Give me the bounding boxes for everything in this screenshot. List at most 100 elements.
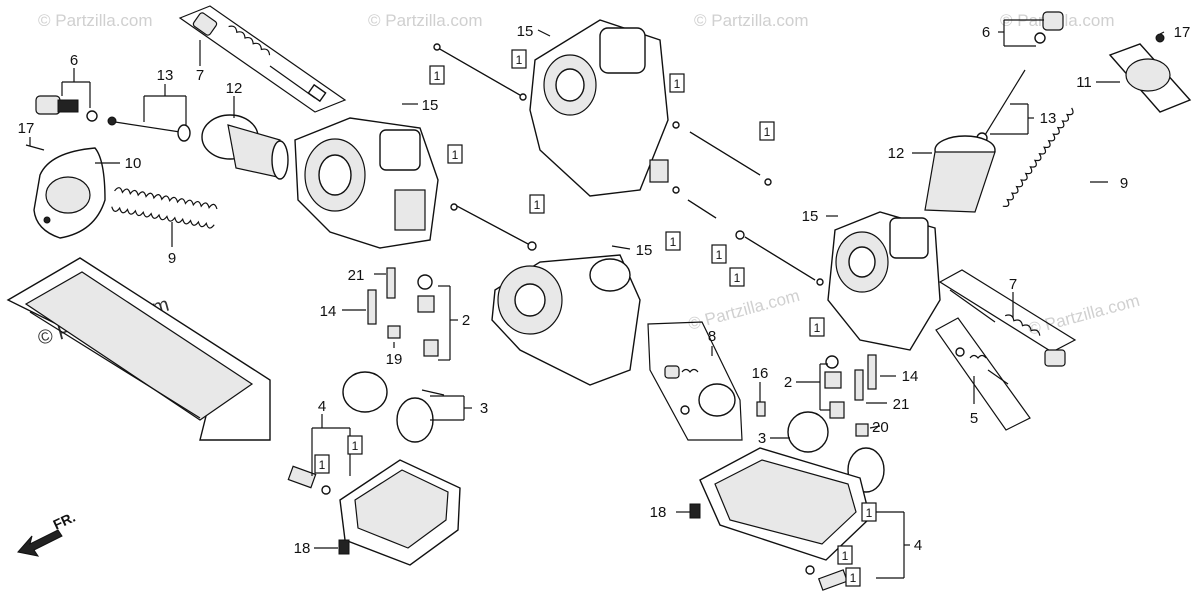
part-12-piston-end [271,140,289,180]
part-4-right-screw [817,569,849,591]
right-mid-parts [935,269,1077,431]
callout-19: 19 [386,351,403,368]
part-20 [855,423,869,437]
callout-6-right: 6 [982,24,990,41]
callout-5: 5 [970,410,978,427]
part-2-right-a [825,355,839,369]
callout-9-left: 9 [168,250,176,267]
callout-2-right: 2 [784,374,792,391]
left-top-parts [25,5,347,239]
callout-15-a: 15 [422,97,439,114]
ref-box: 1 [729,267,745,287]
gasket-left [6,257,271,441]
ref-box: 1 [711,244,727,264]
carb-body-2 [529,19,669,197]
watermark-6: © Partzilla.com [1026,291,1142,339]
part-7-right-cap [1044,349,1066,367]
watermark-2: © Partzilla.com [368,11,483,30]
part-9-spring-right [1002,107,1074,207]
ref-box: 1 [347,435,363,455]
callout-9-right: 9 [1120,175,1128,192]
callout-18-left: 18 [294,540,311,557]
part-10-hole [43,216,51,224]
carb-body-3 [491,254,641,386]
part-13-ring [177,124,191,142]
part-7-spring [228,25,271,56]
svg-text:1: 1 [516,53,523,67]
jets-left [342,267,445,443]
callout-8: 8 [708,328,716,345]
part-7-right-outline [938,269,1077,353]
carb-body-4 [827,211,941,351]
leader-lines [29,19,1165,579]
part-4-right-ring [805,565,815,575]
callout-4-right: 4 [914,537,922,554]
watermark-3: © Partzilla.com [694,11,809,30]
part-3-float-b [396,397,434,443]
svg-text:1: 1 [866,506,873,520]
part-8-body [698,383,736,417]
callout-11: 11 [1076,74,1092,91]
part-8-group [647,321,743,441]
part-13-right-rod [984,69,1026,136]
part-13-end [107,116,117,126]
part-5-outline [935,317,1031,431]
part-17-screw-left [25,144,45,151]
svg-text:1: 1 [674,77,681,91]
ref-box: 1 [447,144,463,164]
fr-arrow-icon: FR. [17,509,78,557]
part-3-float-a [342,371,388,413]
ref-box: 1 [511,49,527,69]
part-8-ring [680,405,690,415]
part-8-outline [647,321,743,441]
ref-box: 1 [669,73,685,93]
part-4-left-ring [321,485,331,495]
callout-16: 16 [752,365,769,382]
callout-15-d: 15 [802,208,819,225]
callout-10: 10 [125,155,142,172]
part-2-left-c [423,339,439,357]
part-6-right-body [1042,11,1064,31]
callout-20: 20 [872,419,889,436]
watermark-5: © Partzilla.com [686,286,802,334]
svg-text:1: 1 [534,198,541,212]
watermark-1: © Partzilla.com [38,11,153,30]
part-7-holder [307,83,327,103]
part-18-right [689,503,701,519]
callout-21-left: 21 [348,267,365,284]
callout-12-right: 12 [888,145,905,162]
callout-17-right: 17 [1174,24,1191,41]
ref-box: 1 [759,121,775,141]
callout-14-left: 14 [320,303,337,320]
part-7-right-needle [949,289,996,323]
callout-7-right: 7 [1009,276,1017,293]
part-8-spring [681,368,699,373]
ref-boxes: 1 1 1 1 1 1 1 1 1 1 1 1 1 1 1 [314,49,877,587]
carb-body-1 [294,117,439,249]
part-3-right-float-a [787,411,829,453]
svg-text:1: 1 [452,148,459,162]
part-19 [387,325,401,339]
svg-text:1: 1 [814,321,821,335]
callout-4-left: 4 [318,398,326,415]
ref-box: 1 [861,502,877,522]
callout-15-b: 15 [517,23,534,40]
svg-text:1: 1 [434,69,441,83]
svg-text:1: 1 [352,439,359,453]
part-13-rod [114,121,181,133]
part-9-spring-left [111,187,218,229]
part-6-washer [86,110,98,122]
part-18-left [338,539,350,555]
part-12-right-piston [924,151,996,213]
part-6-body [35,95,61,115]
callout-12-left: 12 [226,80,243,97]
ref-box: 1 [314,454,330,474]
part-5-spring [969,354,987,359]
right-top-parts [924,11,1192,213]
ref-box: 1 [837,545,853,565]
svg-text:1: 1 [319,458,326,472]
part-5-screw [987,369,1009,385]
part-2-right-b [824,371,842,389]
part-21-right [854,369,864,401]
